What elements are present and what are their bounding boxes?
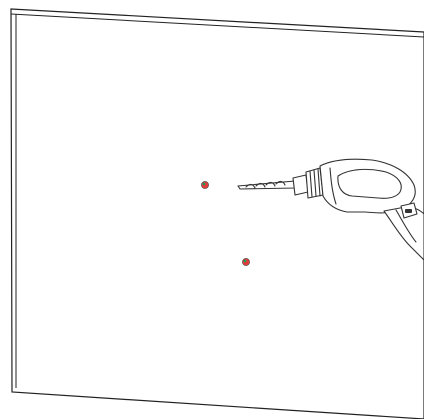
wall-panel (10, 8, 424, 419)
power-drill-icon (237, 158, 424, 261)
wall-surface (10, 8, 424, 419)
wall-top-edge (10, 13, 424, 38)
drill-hole-mark-lower (242, 258, 250, 266)
drill-hole-mark-upper (201, 181, 209, 189)
drill-trigger (400, 202, 418, 219)
drill-body (319, 158, 416, 214)
drill-chuck (292, 167, 324, 199)
